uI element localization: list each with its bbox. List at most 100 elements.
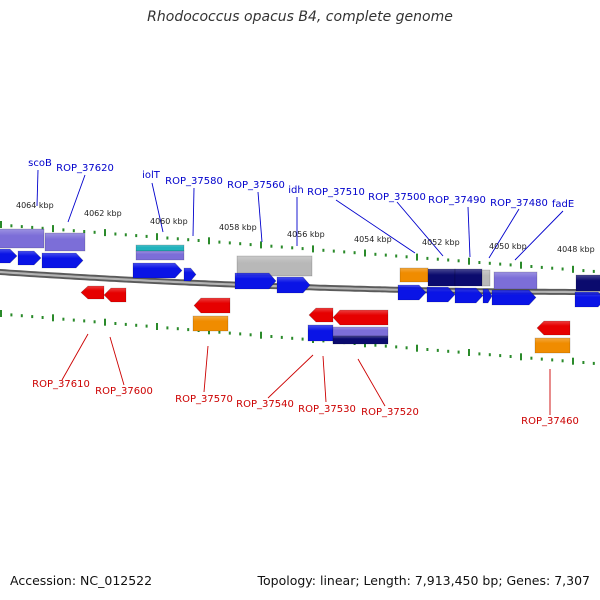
gene-arrow-forward: [491, 289, 537, 306]
lower-scale-tick: [457, 350, 460, 354]
lower-scale-tick: [0, 310, 2, 317]
lower-scale-tick: [104, 318, 106, 326]
lower-scale-tick: [20, 314, 23, 318]
accession-info: Accession: NC_012522: [10, 573, 152, 588]
upper-scale-tick: [291, 246, 294, 250]
lower-scale-tick: [239, 332, 242, 336]
upper-scale-tick: [208, 237, 210, 245]
lower-scale-tick: [436, 348, 439, 352]
upper-scale-tick: [322, 248, 325, 252]
upper-scale-tick: [592, 269, 595, 273]
gene-box-rop-37490: [454, 268, 483, 287]
scale-ticks-layer: [0, 221, 595, 365]
upper-scale-tick: [509, 263, 512, 267]
gene-label-bottom: ROP_37600: [95, 386, 153, 397]
lower-scale-tick: [124, 322, 127, 326]
gene-label-top: ROP_37620: [56, 163, 114, 174]
upper-scale-tick: [312, 245, 314, 253]
lower-scale-tick: [374, 343, 377, 347]
leader-line-top: [396, 201, 444, 257]
upper-scale-tick: [52, 225, 54, 233]
lower-scale-tick: [530, 356, 533, 360]
lower-scale-tick: [301, 337, 304, 341]
upper-scale-tick: [436, 257, 439, 261]
lower-scale-tick: [176, 327, 179, 331]
leader-line-top: [36, 169, 39, 207]
genes-label: Genes:: [506, 573, 551, 588]
gene-label-top: ROP_37580: [165, 176, 223, 187]
lower-scale-tick: [447, 349, 450, 353]
leader-line-top: [67, 174, 86, 223]
scale-label: 4050 kbp: [489, 242, 527, 251]
upper-scale-tick: [197, 239, 200, 242]
gene-box-fade: [575, 274, 600, 292]
scale-label: 4056 kbp: [287, 230, 325, 239]
gene-label-top: scoB: [28, 158, 52, 169]
gene-arrow-forward: [234, 272, 277, 290]
lower-scale-tick: [10, 313, 13, 317]
lower-scale-tick: [41, 316, 44, 319]
lower-scale-tick: [260, 331, 262, 339]
lower-scale-tick: [592, 361, 595, 365]
lower-scale-tick: [228, 331, 231, 335]
gene-box-rop-37530: [332, 326, 389, 337]
upper-scale-tick: [135, 234, 138, 238]
genome-summary: Topology: linear; Length: 7,913,450 bp; …: [257, 573, 591, 588]
gene-label-bottom: ROP_37520: [361, 407, 419, 418]
leader-line-bottom: [109, 336, 125, 386]
gene-arrow-reverse: [193, 297, 231, 314]
upper-scale-tick: [270, 244, 273, 248]
lower-scale-tick: [114, 322, 117, 325]
upper-scale-tick: [41, 226, 44, 230]
leader-line-top: [192, 187, 195, 237]
upper-scale-tick: [384, 253, 387, 257]
lower-scale-tick: [572, 357, 574, 365]
upper-scale-tick: [343, 250, 346, 254]
upper-scale-tick: [176, 237, 179, 241]
lower-scale-tick: [83, 319, 86, 323]
upper-scale-tick: [10, 224, 13, 228]
gene-label-top: fadE: [552, 199, 574, 210]
upper-scale-tick: [478, 261, 481, 264]
gene-box-rop-37490-tail: [481, 269, 491, 287]
leader-line-bottom: [203, 345, 209, 393]
gene-label-bottom: ROP_37610: [32, 379, 90, 390]
length-value: 7,913,450 bp: [414, 573, 499, 588]
upper-scale-tick: [520, 261, 522, 269]
lower-scale-tick: [187, 328, 190, 332]
upper-scale-tick: [260, 241, 262, 249]
gene-box-rop-37570: [192, 315, 229, 332]
upper-scale-tick: [280, 245, 283, 249]
genes-value: 7,307: [554, 573, 590, 588]
leader-line-top: [514, 210, 564, 261]
upper-scale-tick: [468, 257, 470, 265]
upper-scale-tick: [364, 249, 366, 257]
upper-scale-tick: [499, 262, 502, 266]
upper-scale-tick: [249, 243, 252, 247]
upper-scale-tick: [457, 259, 460, 263]
lower-scale-tick: [540, 357, 543, 361]
gene-arrow-forward: [183, 267, 197, 282]
gene-box-rop-37540: [307, 324, 334, 342]
lower-scale-tick: [520, 353, 522, 361]
gene-arrow-reverse: [80, 285, 105, 300]
gene-arrow-forward: [17, 250, 42, 266]
lower-scale-tick: [52, 314, 54, 322]
gene-box-rop-37510: [399, 267, 429, 283]
leader-line-top: [335, 199, 416, 254]
upper-scale-tick: [228, 241, 231, 245]
genome-title: Rhodococcus opacus B4, complete genome: [147, 9, 453, 25]
lower-scale-tick: [488, 353, 491, 357]
lower-scale-tick: [62, 317, 65, 321]
topology-value: linear: [319, 573, 356, 588]
upper-scale-tick: [374, 252, 377, 256]
gene-arrow-forward: [397, 284, 427, 301]
upper-scale-tick: [572, 265, 574, 273]
scale-label: 4064 kbp: [16, 201, 54, 210]
leader-line-bottom: [322, 355, 327, 403]
accession-label: Accession:: [10, 573, 77, 588]
upper-scale-tick: [447, 258, 450, 262]
gene-label-bottom: ROP_37460: [521, 416, 579, 427]
